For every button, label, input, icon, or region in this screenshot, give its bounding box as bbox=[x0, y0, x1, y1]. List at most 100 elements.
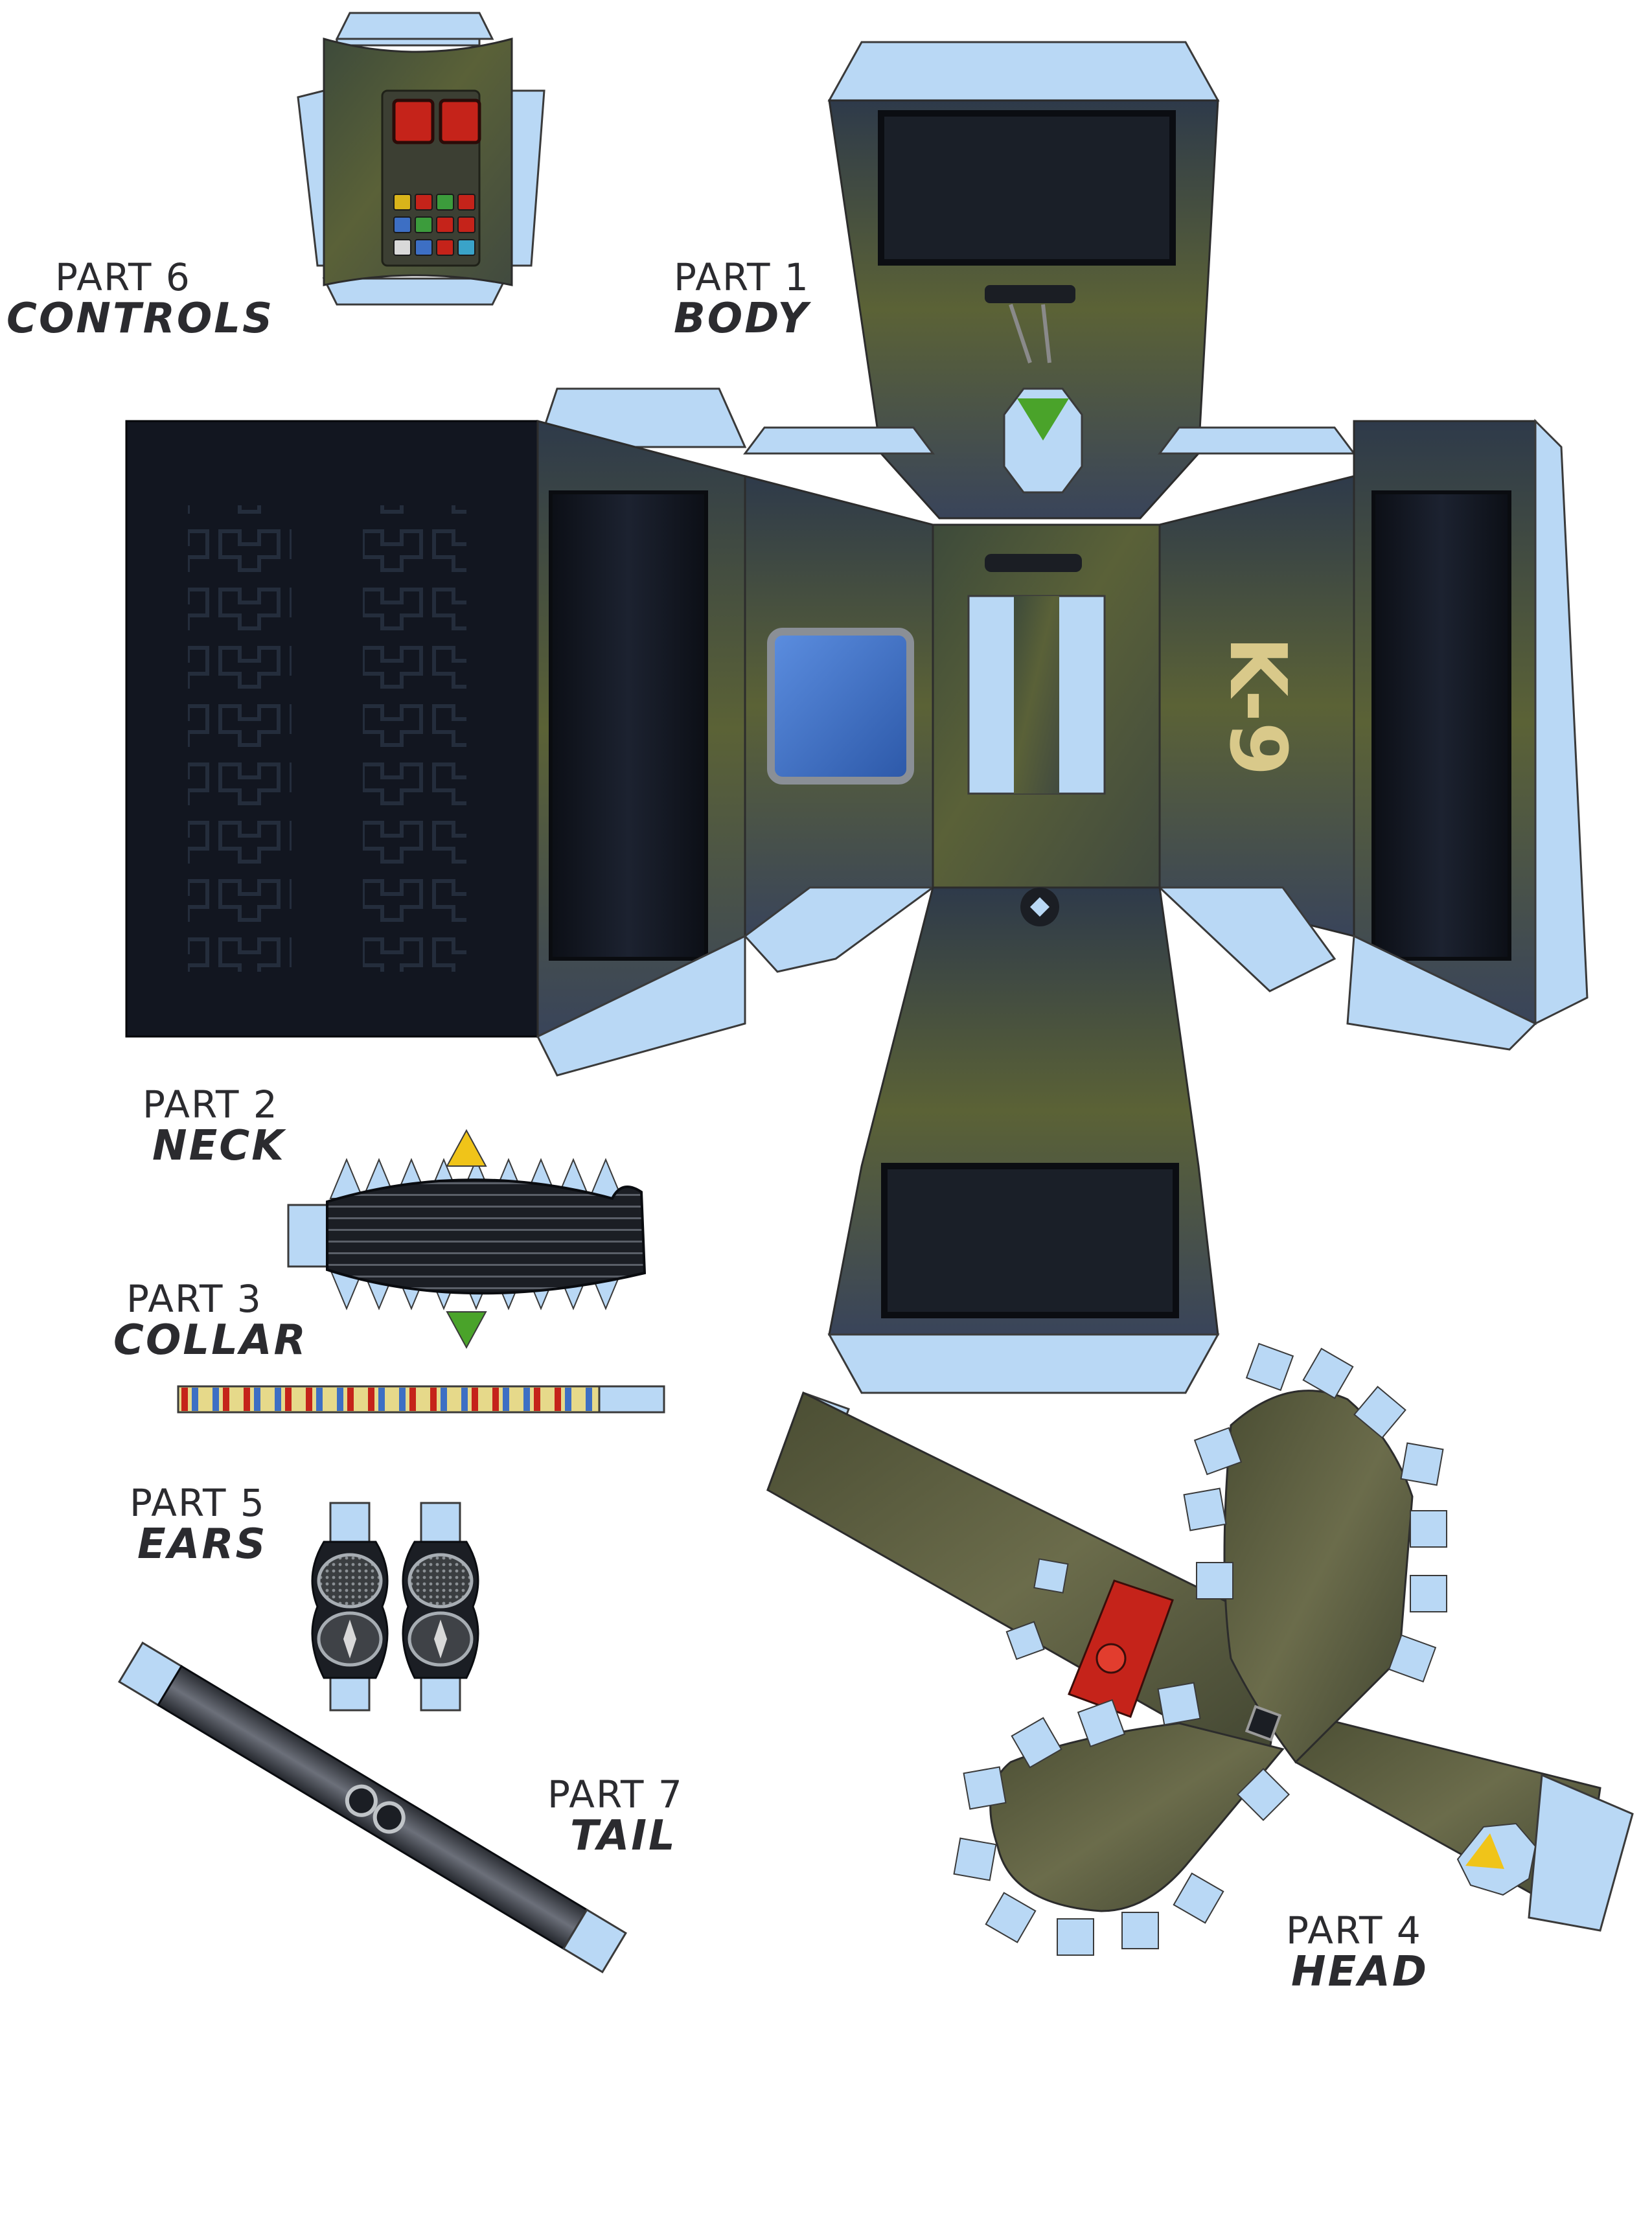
collar-stripe bbox=[420, 1388, 426, 1411]
head-tab bbox=[1077, 1699, 1126, 1748]
control-button bbox=[457, 216, 476, 233]
head-tab bbox=[1245, 1342, 1294, 1392]
label-part3: PART 3 COLLAR bbox=[113, 1279, 308, 1362]
glue-tab bbox=[827, 1333, 1220, 1394]
head-tab bbox=[1193, 1427, 1243, 1476]
glue-tab bbox=[329, 1677, 371, 1712]
collar-stripe bbox=[492, 1388, 499, 1411]
part7-tail-piece bbox=[118, 1641, 627, 1974]
head-tabs-upper bbox=[1183, 1342, 1447, 1683]
label-part6-number: PART 6 bbox=[55, 255, 191, 299]
glue-tab bbox=[743, 426, 935, 455]
head-tab bbox=[953, 1837, 997, 1881]
glue-tab bbox=[335, 12, 494, 40]
tread-pattern bbox=[363, 505, 466, 972]
glue-tab bbox=[511, 89, 545, 267]
head-lower-lobe bbox=[989, 1722, 1285, 1912]
label-part4-number: PART 4 bbox=[1286, 1908, 1422, 1953]
glue-tab bbox=[743, 886, 936, 973]
collar-stripe bbox=[378, 1388, 385, 1411]
red-light bbox=[392, 98, 435, 144]
control-button bbox=[415, 216, 433, 233]
glue-tab bbox=[562, 1908, 627, 1974]
yellow-triangle bbox=[446, 1129, 487, 1167]
label-part6: PART 6 CONTROLS bbox=[6, 258, 274, 341]
glue-tab bbox=[420, 1502, 461, 1543]
tail-ring bbox=[373, 1801, 406, 1834]
head-tab bbox=[1121, 1912, 1159, 1949]
glue-tab bbox=[1346, 934, 1537, 1051]
control-button bbox=[415, 239, 433, 256]
glue-tab bbox=[329, 1502, 371, 1543]
control-button bbox=[457, 239, 476, 256]
collar-stripe bbox=[327, 1388, 333, 1411]
collar-stripe bbox=[472, 1388, 478, 1411]
glue-tab bbox=[827, 41, 1220, 102]
glue-tab bbox=[1528, 1773, 1634, 1932]
collar-stripes bbox=[181, 1388, 592, 1411]
glue-tab bbox=[1157, 886, 1337, 992]
head-tab bbox=[1157, 1682, 1201, 1726]
glue-tab bbox=[598, 1385, 665, 1414]
head-tab bbox=[1302, 1347, 1354, 1399]
control-buttons bbox=[393, 194, 476, 256]
head-tab bbox=[1196, 1562, 1233, 1599]
tread-pattern bbox=[188, 505, 292, 972]
chain bbox=[1009, 304, 1051, 363]
head-hub-bolt bbox=[1245, 1704, 1282, 1742]
collar-stripe bbox=[285, 1388, 292, 1411]
red-nose bbox=[1096, 1643, 1127, 1674]
collar-stripe bbox=[534, 1388, 540, 1411]
green-triangle bbox=[1017, 398, 1069, 441]
control-button bbox=[393, 216, 411, 233]
label-part1-number: PART 1 bbox=[674, 255, 810, 299]
head-tab bbox=[1400, 1442, 1444, 1486]
label-part4: PART 4 HEAD bbox=[1286, 1911, 1428, 1994]
collar-stripe bbox=[337, 1388, 343, 1411]
collar-stripe bbox=[513, 1388, 520, 1411]
glue-tab bbox=[297, 89, 325, 267]
collar-stripe bbox=[316, 1388, 323, 1411]
head-tab bbox=[1011, 1717, 1062, 1769]
label-part4-name: HEAD bbox=[1291, 1947, 1428, 1996]
collar-stripe bbox=[451, 1388, 457, 1411]
label-part2: PART 2 NECK bbox=[143, 1085, 286, 1168]
collar-stripe bbox=[482, 1388, 488, 1411]
red-light bbox=[439, 98, 481, 144]
glue-tab bbox=[536, 934, 746, 1077]
collar-stripe bbox=[523, 1388, 530, 1411]
head-tab bbox=[1410, 1510, 1447, 1548]
blue-screen bbox=[767, 628, 914, 785]
neck-ribbed-band bbox=[326, 1178, 647, 1295]
collar-stripe bbox=[295, 1388, 302, 1411]
head-tab bbox=[1057, 1918, 1094, 1956]
collar-stripe bbox=[306, 1388, 312, 1411]
collar-stripe bbox=[544, 1388, 551, 1411]
label-part5: PART 5 EARS bbox=[130, 1484, 268, 1566]
head-tab bbox=[1236, 1767, 1291, 1822]
glue-mark bbox=[1005, 1621, 1045, 1660]
label-part7: PART 7 TAIL bbox=[547, 1775, 683, 1858]
glue-tab bbox=[536, 387, 747, 448]
collar-stripe bbox=[264, 1388, 271, 1411]
control-button bbox=[415, 194, 433, 211]
control-button bbox=[393, 194, 411, 211]
collar-stripe bbox=[586, 1388, 592, 1411]
part1-body-piece: K-9 bbox=[125, 41, 1589, 1394]
label-part1: PART 1 BODY bbox=[674, 258, 810, 341]
glue-tab bbox=[420, 1677, 461, 1712]
collar-stripe bbox=[430, 1388, 437, 1411]
glue-tab bbox=[287, 1204, 328, 1268]
control-button bbox=[436, 216, 454, 233]
collar-stripe bbox=[575, 1388, 582, 1411]
part6-controls-piece bbox=[297, 12, 545, 306]
part3-collar-piece bbox=[177, 1385, 665, 1414]
head-tab bbox=[1183, 1487, 1227, 1531]
control-button bbox=[457, 194, 476, 211]
yellow-triangle bbox=[1465, 1833, 1504, 1869]
label-part2-name: NECK bbox=[152, 1121, 286, 1170]
collar-stripe bbox=[441, 1388, 447, 1411]
ear-right bbox=[402, 1502, 479, 1712]
glue-tab bbox=[322, 277, 507, 306]
